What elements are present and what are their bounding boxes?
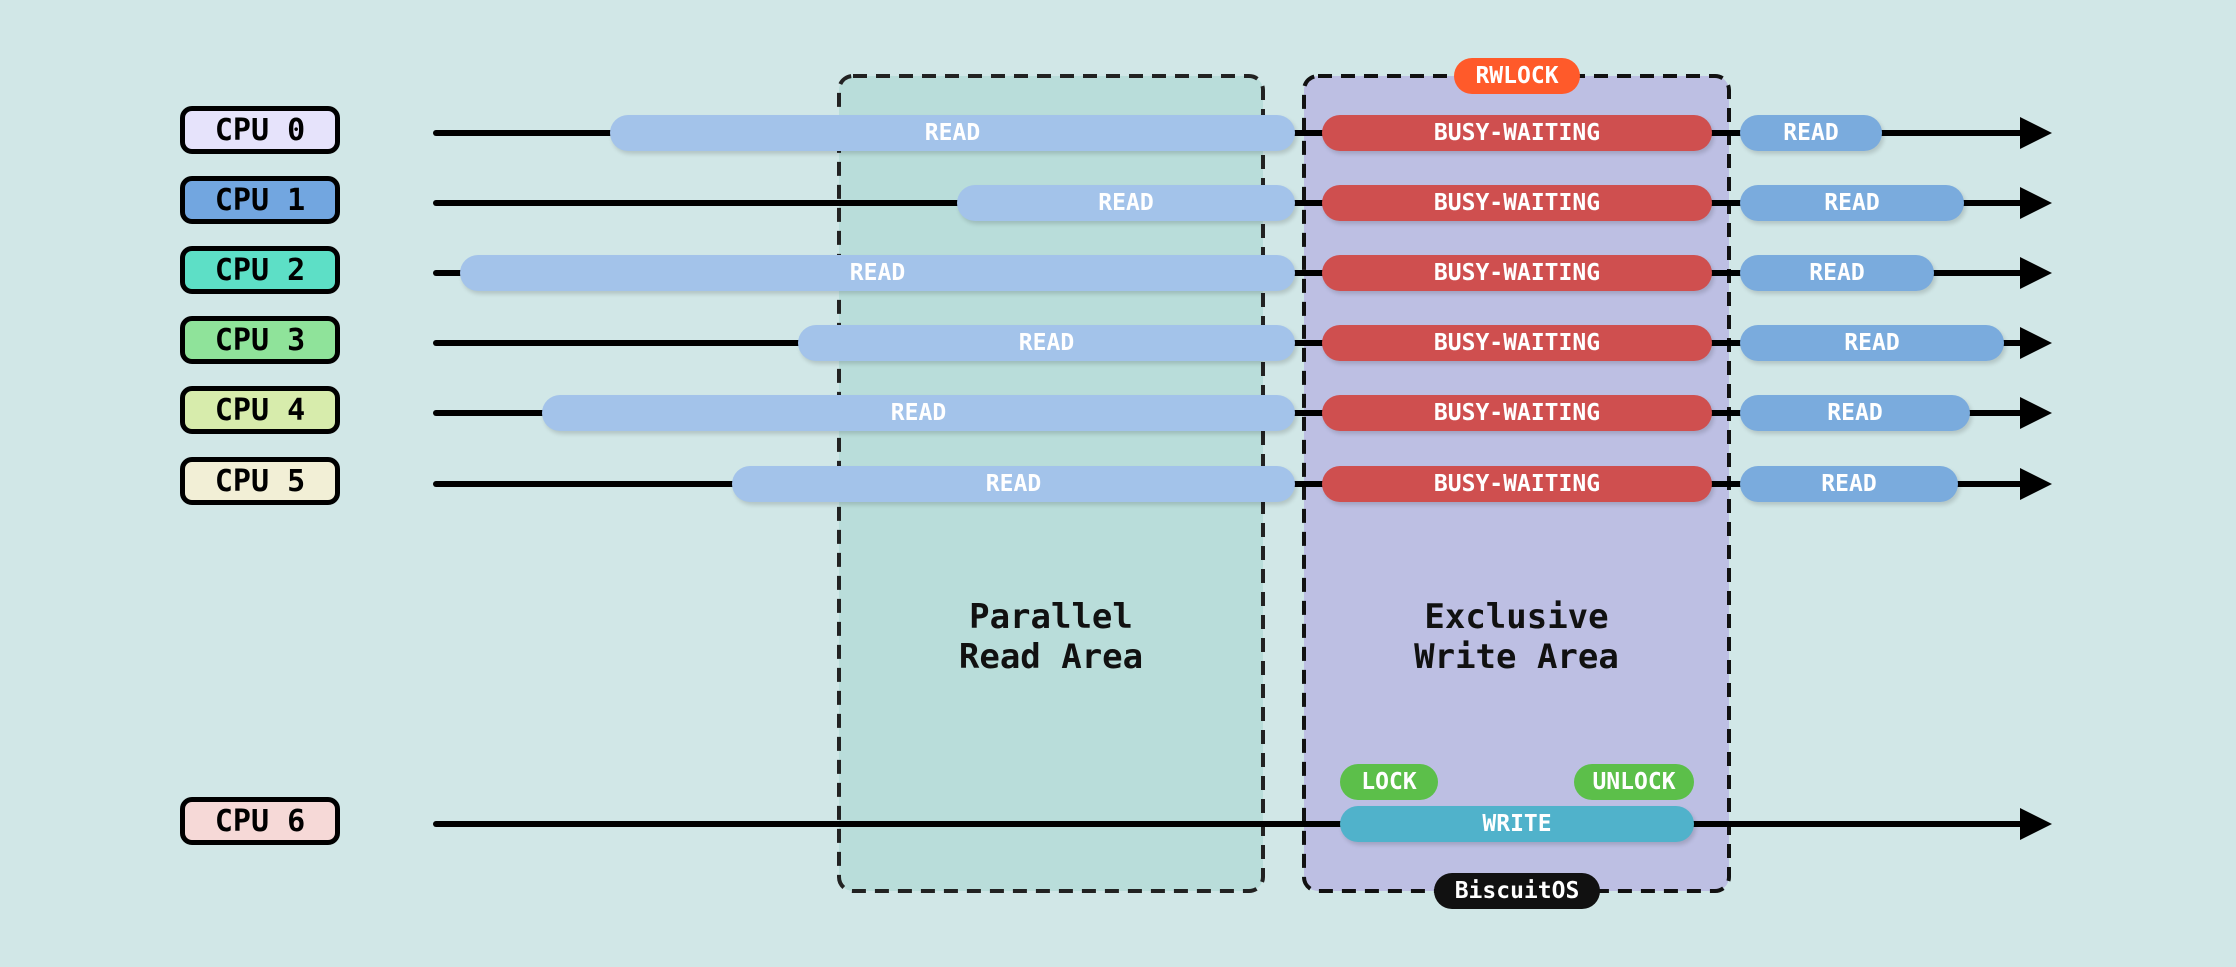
cpu-4-timeline-arrow xyxy=(2020,397,2052,429)
cpu-4-read-bar: READ xyxy=(542,395,1295,431)
cpu-5-timeline-arrow xyxy=(2020,468,2052,500)
cpu-6-write-bar: WRITE xyxy=(1340,806,1694,842)
cpu-5-label: CPU 5 xyxy=(180,457,340,505)
lock-badge: LOCK xyxy=(1340,764,1438,800)
unlock-badge: UNLOCK xyxy=(1574,764,1694,800)
cpu-1-busy-bar: BUSY-WAITING xyxy=(1322,185,1712,221)
parallel-read-area-caption: Parallel Read Area xyxy=(839,597,1263,677)
cpu-6-timeline-arrow xyxy=(2020,808,2052,840)
cpu-2-read-bar: READ xyxy=(460,255,1295,291)
cpu-3-label: CPU 3 xyxy=(180,316,340,364)
cpu-5-read-after-bar: READ xyxy=(1740,466,1958,502)
cpu-0-timeline-arrow xyxy=(2020,117,2052,149)
exclusive-write-area-caption: Exclusive Write Area xyxy=(1304,597,1729,677)
parallel-caption-line-2: Read Area xyxy=(958,637,1144,677)
biscuitos-brand-badge: BiscuitOS xyxy=(1434,873,1600,909)
parallel-caption-line-1: Parallel xyxy=(969,597,1133,637)
cpu-0-read-bar: READ xyxy=(610,115,1295,151)
cpu-3-read-after-bar: READ xyxy=(1740,325,2004,361)
cpu-0-busy-bar: BUSY-WAITING xyxy=(1322,115,1712,151)
cpu-4-busy-bar: BUSY-WAITING xyxy=(1322,395,1712,431)
cpu-1-timeline-arrow xyxy=(2020,187,2052,219)
cpu-4-read-after-bar: READ xyxy=(1740,395,1970,431)
exclusive-caption-line-2: Write Area xyxy=(1414,637,1619,677)
cpu-0-read-after-bar: READ xyxy=(1740,115,1882,151)
cpu-3-busy-bar: BUSY-WAITING xyxy=(1322,325,1712,361)
cpu-6-label: CPU 6 xyxy=(180,797,340,845)
cpu-0-label: CPU 0 xyxy=(180,106,340,154)
cpu-1-read-after-bar: READ xyxy=(1740,185,1964,221)
cpu-5-busy-bar: BUSY-WAITING xyxy=(1322,466,1712,502)
cpu-2-label: CPU 2 xyxy=(180,246,340,294)
cpu-3-timeline-arrow xyxy=(2020,327,2052,359)
cpu-4-label: CPU 4 xyxy=(180,386,340,434)
cpu-2-read-after-bar: READ xyxy=(1740,255,1934,291)
rwlock-badge: RWLOCK xyxy=(1454,58,1580,94)
cpu-2-timeline-arrow xyxy=(2020,257,2052,289)
cpu-1-read-bar: READ xyxy=(957,185,1295,221)
cpu-1-label: CPU 1 xyxy=(180,176,340,224)
cpu-5-read-bar: READ xyxy=(732,466,1295,502)
cpu-2-busy-bar: BUSY-WAITING xyxy=(1322,255,1712,291)
exclusive-caption-line-1: Exclusive xyxy=(1424,597,1609,637)
cpu-3-read-bar: READ xyxy=(798,325,1295,361)
